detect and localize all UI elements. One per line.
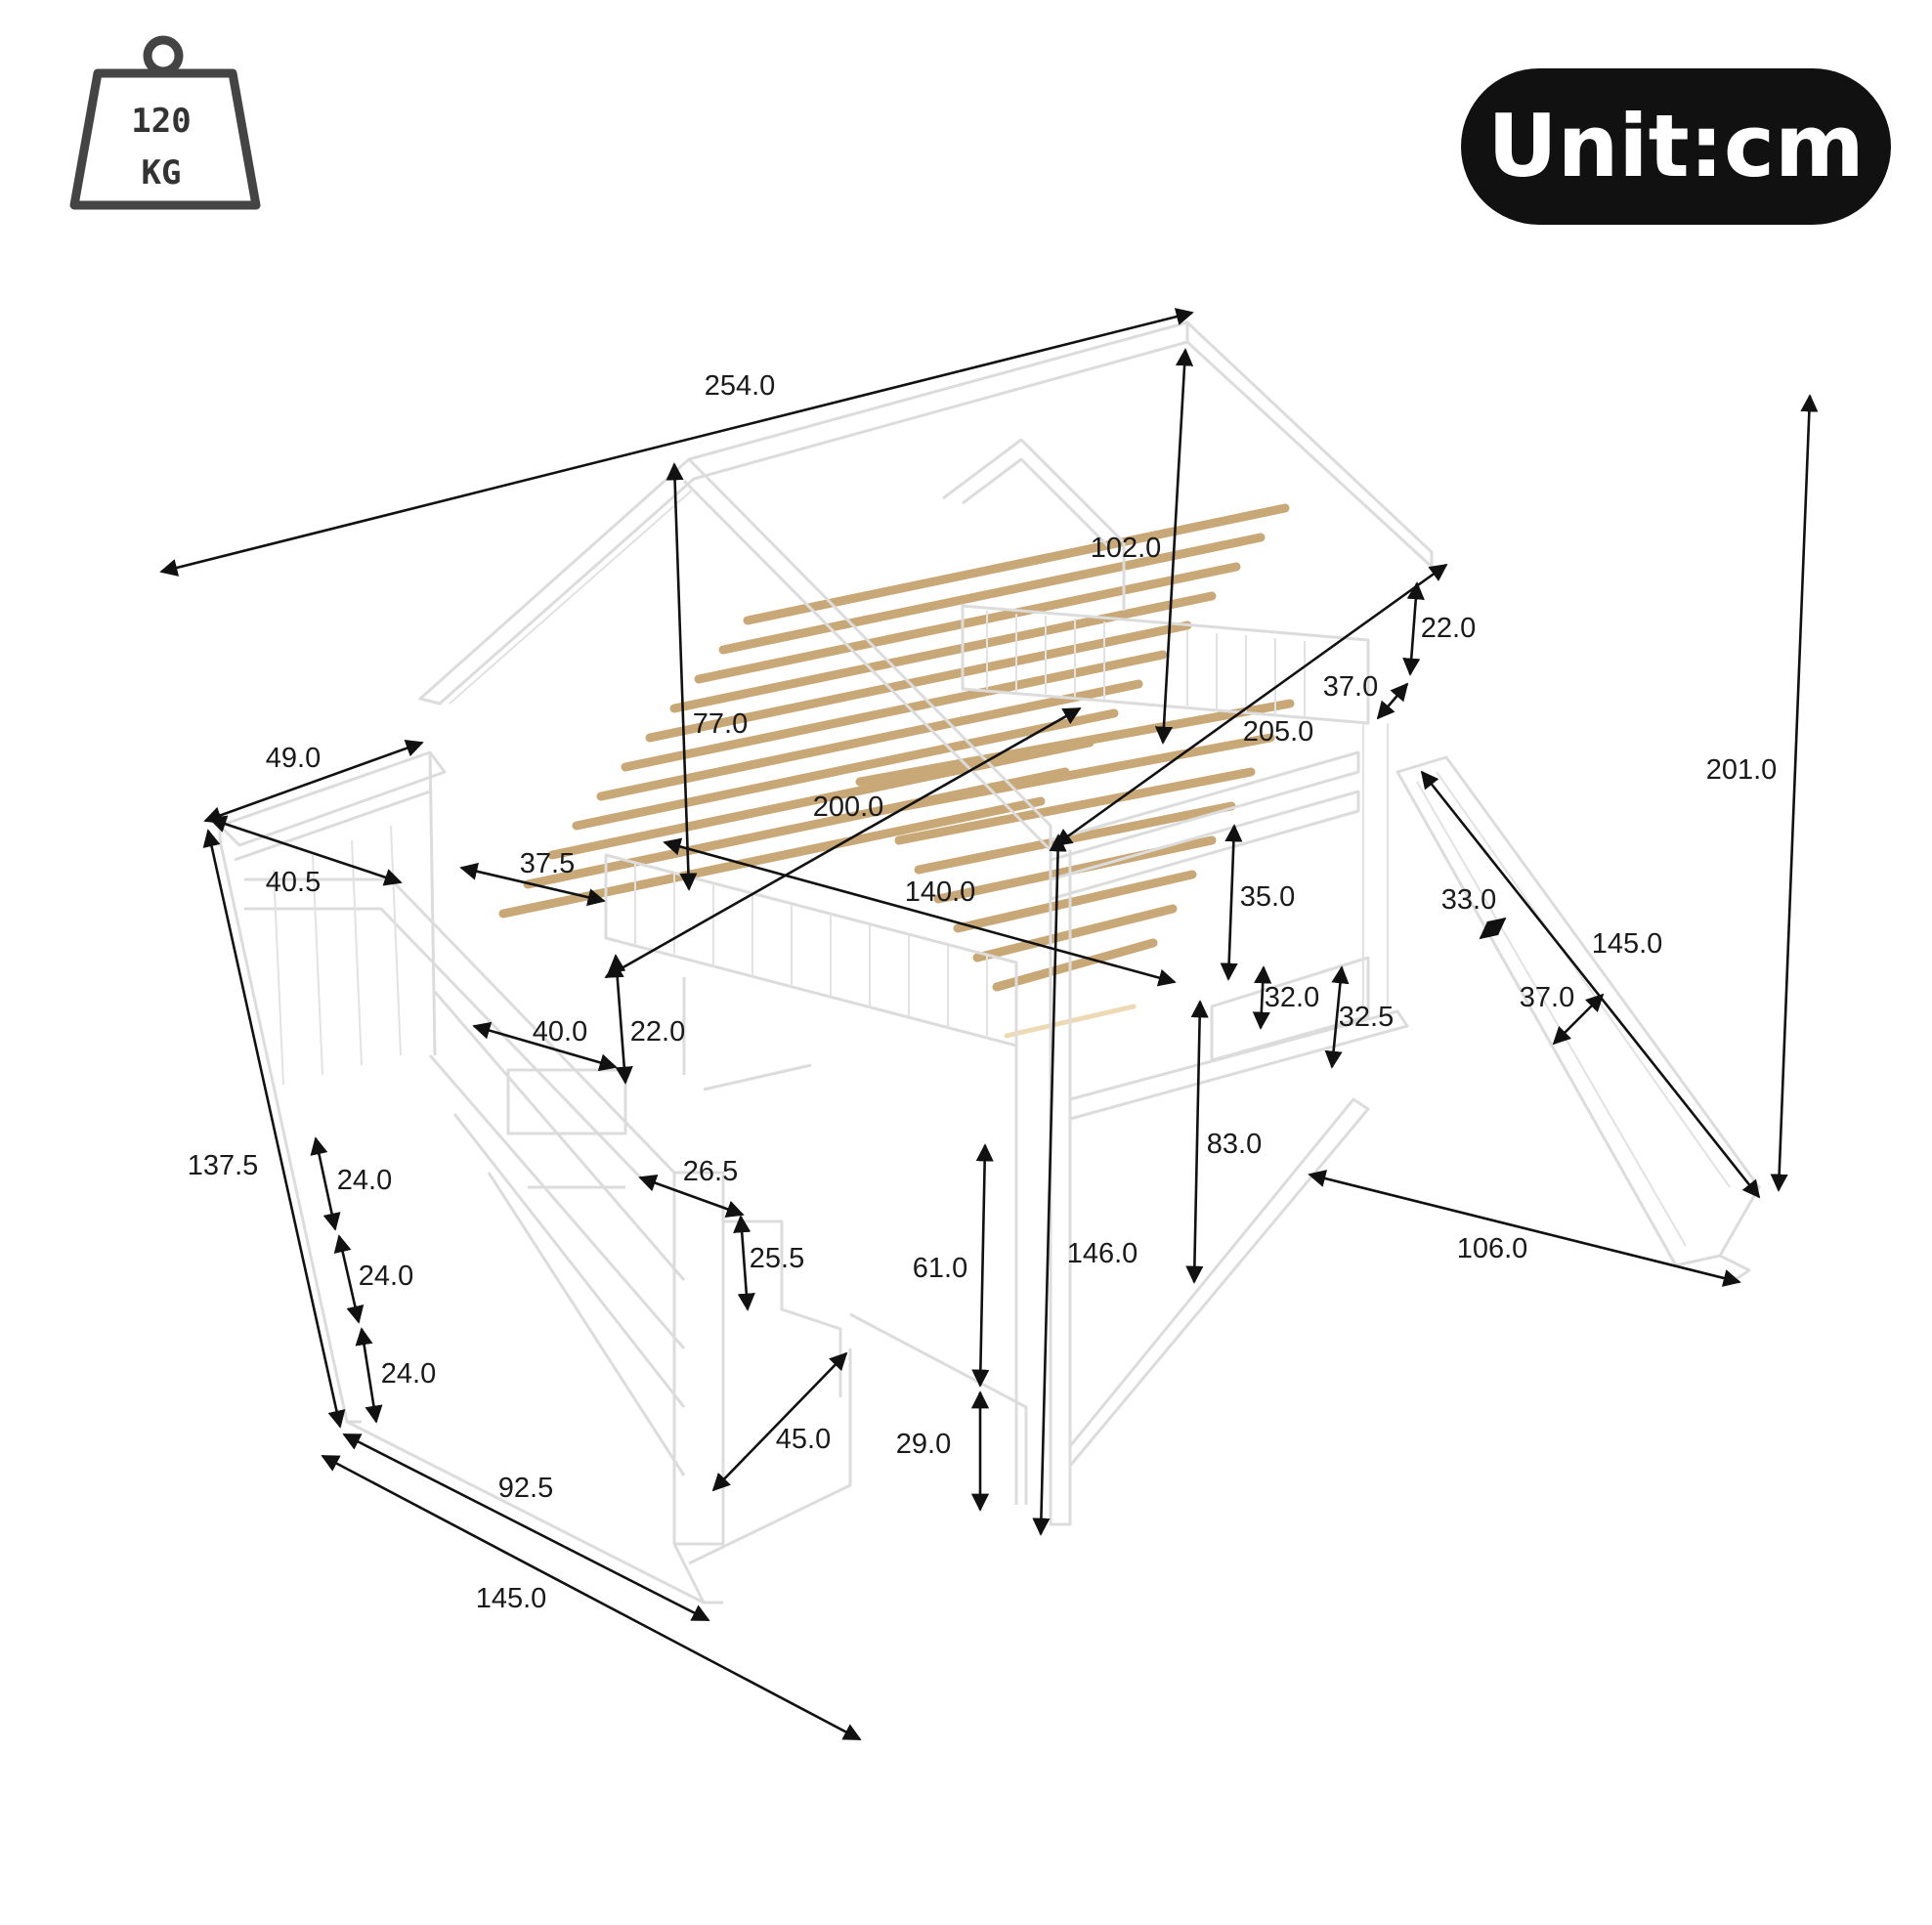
arrow-rail-gap	[1376, 682, 1409, 720]
arrow-post-height	[1032, 834, 1067, 1536]
label-total-height: 201.0	[1706, 754, 1778, 786]
label-step-3: 24.0	[381, 1358, 436, 1390]
label-rail-gap: 37.0	[1323, 671, 1378, 703]
arrow-roof-height	[1154, 348, 1194, 745]
arrow-step-2	[333, 1234, 365, 1324]
arrow-under-clearance	[971, 1143, 994, 1388]
label-overall-length: 254.0	[705, 370, 776, 402]
label-slide-side: 37.0	[1520, 982, 1574, 1013]
label-step-2: 24.0	[359, 1261, 413, 1292]
label-roof-height: 102.0	[1091, 533, 1162, 564]
arrow-slide-length	[1420, 770, 1761, 1199]
arrow-stair-height	[202, 829, 346, 1429]
label-landing-width: 40.0	[533, 1016, 587, 1048]
label-stair-height: 137.5	[188, 1150, 259, 1181]
label-stair-top-depth: 49.0	[266, 743, 321, 774]
label-stair-base: 92.5	[498, 1473, 553, 1504]
arrow-stair-top-depth	[203, 739, 424, 825]
arrow-landing-width	[472, 1021, 618, 1072]
label-inner-roof-height: 77.0	[693, 708, 748, 740]
arrow-slide-base	[1308, 1170, 1741, 1287]
arrow-end-rail-a	[1252, 965, 1272, 1030]
label-end-rail-b: 32.5	[1339, 1002, 1394, 1033]
label-overall-width: 145.0	[476, 1583, 547, 1614]
dimension-labels: 254.0 102.0 77.0 22.0 37.0 205.0 200.0 2…	[188, 370, 1778, 1614]
label-stair-rail-width: 40.5	[266, 867, 321, 898]
arrow-overall-width	[321, 1454, 862, 1741]
arrow-guard-height	[1220, 824, 1243, 981]
label-slide-length: 145.0	[1592, 928, 1663, 960]
arrow-total-height	[1770, 394, 1819, 1192]
label-post-height: 146.0	[1067, 1238, 1138, 1269]
weight-capacity-unit: KG	[142, 153, 182, 192]
arrow-drawer-depth	[711, 1351, 848, 1492]
arrow-slide-side	[1552, 993, 1605, 1046]
arrow-end-clearance	[1185, 1000, 1209, 1284]
arrow-step-width	[638, 1175, 745, 1218]
arrow-top-gap	[1402, 581, 1425, 676]
arrow-mattress-width	[663, 837, 1177, 987]
label-step-1: 24.0	[337, 1165, 392, 1196]
label-slide-base: 106.0	[1457, 1233, 1528, 1264]
unit-badge: Unit:cm	[1461, 68, 1891, 225]
arrow-end-rail-b	[1324, 965, 1350, 1069]
arrow-step-3	[355, 1327, 383, 1424]
label-under-clearance: 61.0	[913, 1253, 967, 1284]
label-outer-length: 205.0	[1243, 716, 1314, 748]
dimension-arrows	[159, 308, 1819, 1741]
arrow-landing-height	[608, 954, 633, 1085]
label-end-rail-a: 32.0	[1265, 982, 1319, 1013]
weight-icon: 120 KG	[69, 35, 261, 210]
label-drawer-depth: 45.0	[776, 1424, 831, 1455]
unit-label: Unit:cm	[1487, 96, 1864, 196]
label-step-rise: 25.5	[750, 1243, 804, 1274]
weight-capacity-value: 120	[131, 102, 191, 141]
label-drawer-height: 29.0	[896, 1429, 951, 1460]
label-end-clearance: 83.0	[1207, 1129, 1262, 1160]
label-slide-width: 33.0	[1441, 884, 1496, 916]
arrow-step-1	[310, 1136, 341, 1231]
arrow-outer-length	[1053, 563, 1448, 847]
arrow-guard-offset	[459, 862, 606, 907]
arrow-overall-length	[159, 308, 1194, 577]
arrow-step-rise	[733, 1215, 755, 1311]
label-landing-height: 22.0	[630, 1016, 685, 1048]
label-guard-offset: 37.5	[520, 848, 575, 879]
label-mattress-length: 200.0	[813, 791, 884, 823]
bed-illustration	[218, 321, 1761, 1604]
label-top-gap: 22.0	[1421, 613, 1476, 644]
label-step-width: 26.5	[683, 1156, 738, 1187]
label-mattress-width: 140.0	[905, 877, 976, 908]
label-guard-height: 35.0	[1240, 881, 1295, 913]
